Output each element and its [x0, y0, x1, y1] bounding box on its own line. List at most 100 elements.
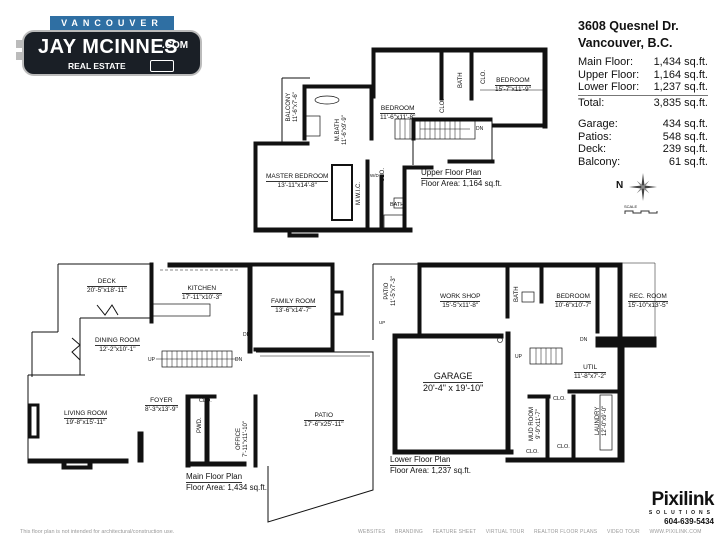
room-label-walk-in-closet: M.W.I.C.: [356, 182, 362, 205]
north-label: N: [616, 180, 624, 191]
stat-label: Garage:: [578, 118, 618, 130]
service-feature-sheet: FEATURE SHEET: [432, 529, 477, 535]
room-label-closet: CLO.: [481, 69, 487, 84]
stair-label-dn: DN: [476, 126, 484, 132]
room-label-closet: CLO.: [199, 398, 212, 404]
logo-sign: JAY MCINNES .COM REAL ESTATE: [22, 30, 202, 76]
stat-value: 1,164 sq.ft.: [653, 68, 708, 81]
stat-patios: Patios: 548 sq.ft.: [578, 131, 708, 144]
stat-label: Deck:: [578, 143, 607, 155]
stat-label: Upper Floor:: [578, 68, 640, 81]
stat-lower-floor: Lower Floor: 1,237 sq.ft.: [578, 81, 708, 94]
room-label-bath-lower: BATH: [514, 286, 520, 302]
upper-floor-area: Floor Area: 1,164 sq.ft.: [421, 179, 502, 188]
logo-city: VANCOUVER: [50, 16, 174, 30]
service-branding: BRANDING: [395, 529, 424, 535]
address-line2: Vancouver, B.C.: [578, 36, 673, 50]
scale-bar-icon: [624, 210, 658, 214]
room-label-closet: CLO.: [380, 167, 386, 182]
pixilink-phone: 604-639-5434: [664, 517, 714, 526]
main-floor-area: Floor Area: 1,434 sq.ft.: [186, 483, 267, 492]
services-list: WEBSITES BRANDING FEATURE SHEET VIRTUAL …: [350, 529, 702, 535]
stair-label-up-patio: UP: [379, 320, 386, 325]
logo-tagline: REAL ESTATE: [68, 61, 126, 71]
stat-value: 61 sq.ft.: [668, 155, 708, 168]
pixilink-sub: SOLUTIONS: [648, 510, 714, 516]
service-realtor-floor-plans: REALTOR FLOOR PLANS: [533, 529, 598, 535]
lower-floor-walls: [372, 262, 657, 463]
stat-upper-floor: Upper Floor: 1,164 sq.ft.: [578, 69, 708, 82]
stat-value: 1,434 sq.ft.: [653, 56, 708, 68]
stat-main-floor: Main Floor: 1,434 sq.ft.: [578, 56, 708, 69]
stat-value: 548 sq.ft.: [662, 130, 708, 143]
stat-label: Lower Floor:: [578, 81, 640, 93]
stat-value: 3,835 sq.ft.: [653, 96, 708, 109]
scale-bar: SCALE: [624, 204, 658, 216]
room-label-closet: CLO.: [553, 396, 566, 402]
room-label-washer-dryer: W/D: [370, 173, 379, 178]
compass-rose-icon: [629, 173, 657, 201]
pixilink-brand: Pixilink: [651, 489, 714, 510]
pixilink-website-link[interactable]: WWW.PIXILINK.COM: [649, 529, 702, 535]
area-summary: Main Floor: 1,434 sq.ft. Upper Floor: 1,16…: [578, 56, 708, 168]
stat-deck: Deck: 239 sq.ft.: [578, 143, 708, 156]
lower-floor-title: Lower Floor Plan: [390, 455, 451, 466]
logo-tab-decor: [16, 40, 24, 48]
service-virtual-tour: VIRTUAL TOUR: [485, 529, 525, 535]
room-label-closet: CLO.: [557, 444, 570, 450]
property-address: 3608 Quesnel Dr. Vancouver, B.C.: [578, 18, 679, 52]
service-websites: WEBSITES: [358, 529, 386, 535]
brokerage-badge-icon: [150, 60, 174, 72]
stat-balcony: Balcony: 61 sq.ft.: [578, 156, 708, 169]
scale-label: SCALE: [624, 204, 638, 209]
stat-value: 239 sq.ft.: [662, 143, 708, 155]
room-label-powder-room: PWD.: [197, 417, 203, 433]
stat-label: Balcony:: [578, 155, 621, 168]
room-label-bath-upper: BATH: [458, 72, 464, 88]
stat-total: Total: 3,835 sq.ft.: [578, 94, 708, 110]
stat-value: 434 sq.ft.: [662, 118, 708, 130]
stair-label-dn: DN: [235, 357, 243, 363]
service-video-tour: VIDEO TOUR: [606, 529, 640, 535]
stat-garage: Garage: 434 sq.ft.: [578, 118, 708, 131]
main-floor-title: Main Floor Plan: [186, 472, 243, 483]
stair-label-dn-lower: DN: [580, 337, 588, 343]
main-floor-walls: [27, 262, 374, 523]
logo-tab-decor: [16, 52, 24, 60]
logo-name: JAY MCINNES: [38, 36, 178, 58]
stat-label: Patios:: [578, 130, 612, 143]
stair-label-up: UP: [148, 357, 155, 363]
room-label-closet: CLO.: [440, 98, 446, 113]
room-label-bath-ensuite: BATH: [390, 202, 405, 208]
upper-floor-walls: [253, 47, 548, 238]
stat-value: 1,237 sq.ft.: [653, 81, 708, 93]
stat-label: Main Floor:: [578, 56, 634, 68]
room-label-closet: CLO.: [526, 449, 539, 455]
disclaimer-text: This floor plan is not intended for arch…: [20, 529, 175, 535]
pixilink-logo: Pixilink SOLUTIONS 604-639-5434: [614, 489, 715, 527]
jay-mcinnes-logo: JAY MCINNES .COM REAL ESTATE VANCOUVER: [14, 14, 204, 80]
stat-label: Total:: [578, 96, 605, 109]
